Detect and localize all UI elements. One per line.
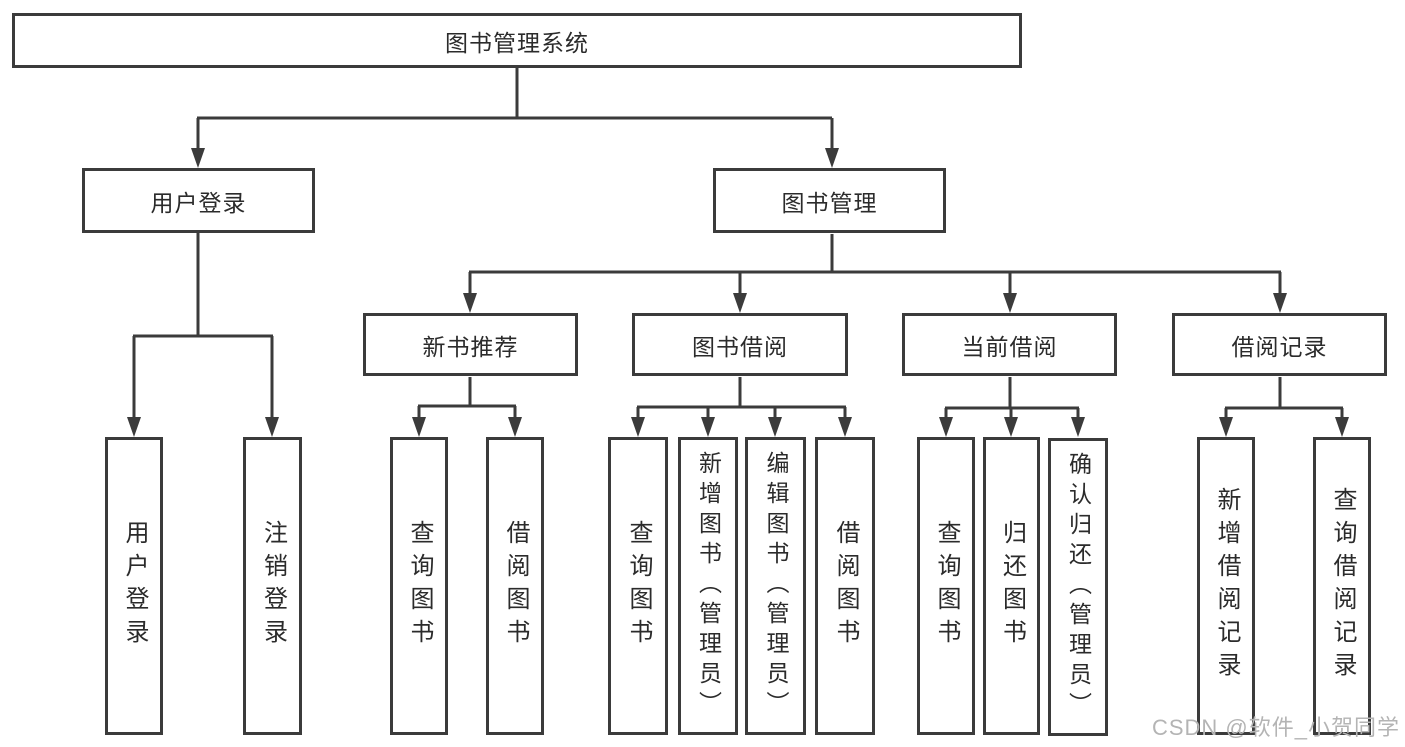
leaf-cb-return-book: 归还图书 [983,437,1040,735]
leaf-logout: 注销登录 [243,437,302,735]
node-root: 图书管理系统 [12,13,1022,68]
csdn-watermark: CSDN @软件_小贺同学 [1151,715,1400,740]
node-user-login: 用户登录 [82,168,315,233]
leaf-br-query-record: 查询借阅记录 [1313,437,1371,735]
leaf-bb-edit-book: 编辑图书（管理员） [745,437,806,735]
node-book-borrow: 图书借阅 [632,313,848,376]
leaf-cb-query-book: 查询图书 [917,437,975,735]
leaf-nbr-query-book: 查询图书 [390,437,448,735]
node-book-management: 图书管理 [713,168,946,233]
leaf-cb-confirm-return: 确认归还（管理员） [1048,438,1108,736]
leaf-user-login: 用户登录 [105,437,163,735]
node-current-borrow: 当前借阅 [902,313,1117,376]
leaf-nbr-borrow-book: 借阅图书 [486,437,544,735]
node-borrow-record: 借阅记录 [1172,313,1387,376]
node-new-book-recommend: 新书推荐 [363,313,578,376]
leaf-bb-borrow-book: 借阅图书 [815,437,875,735]
leaf-br-add-record: 新增借阅记录 [1197,437,1255,735]
leaf-bb-add-book: 新增图书（管理员） [678,437,738,735]
leaf-bb-query-book: 查询图书 [608,437,668,735]
